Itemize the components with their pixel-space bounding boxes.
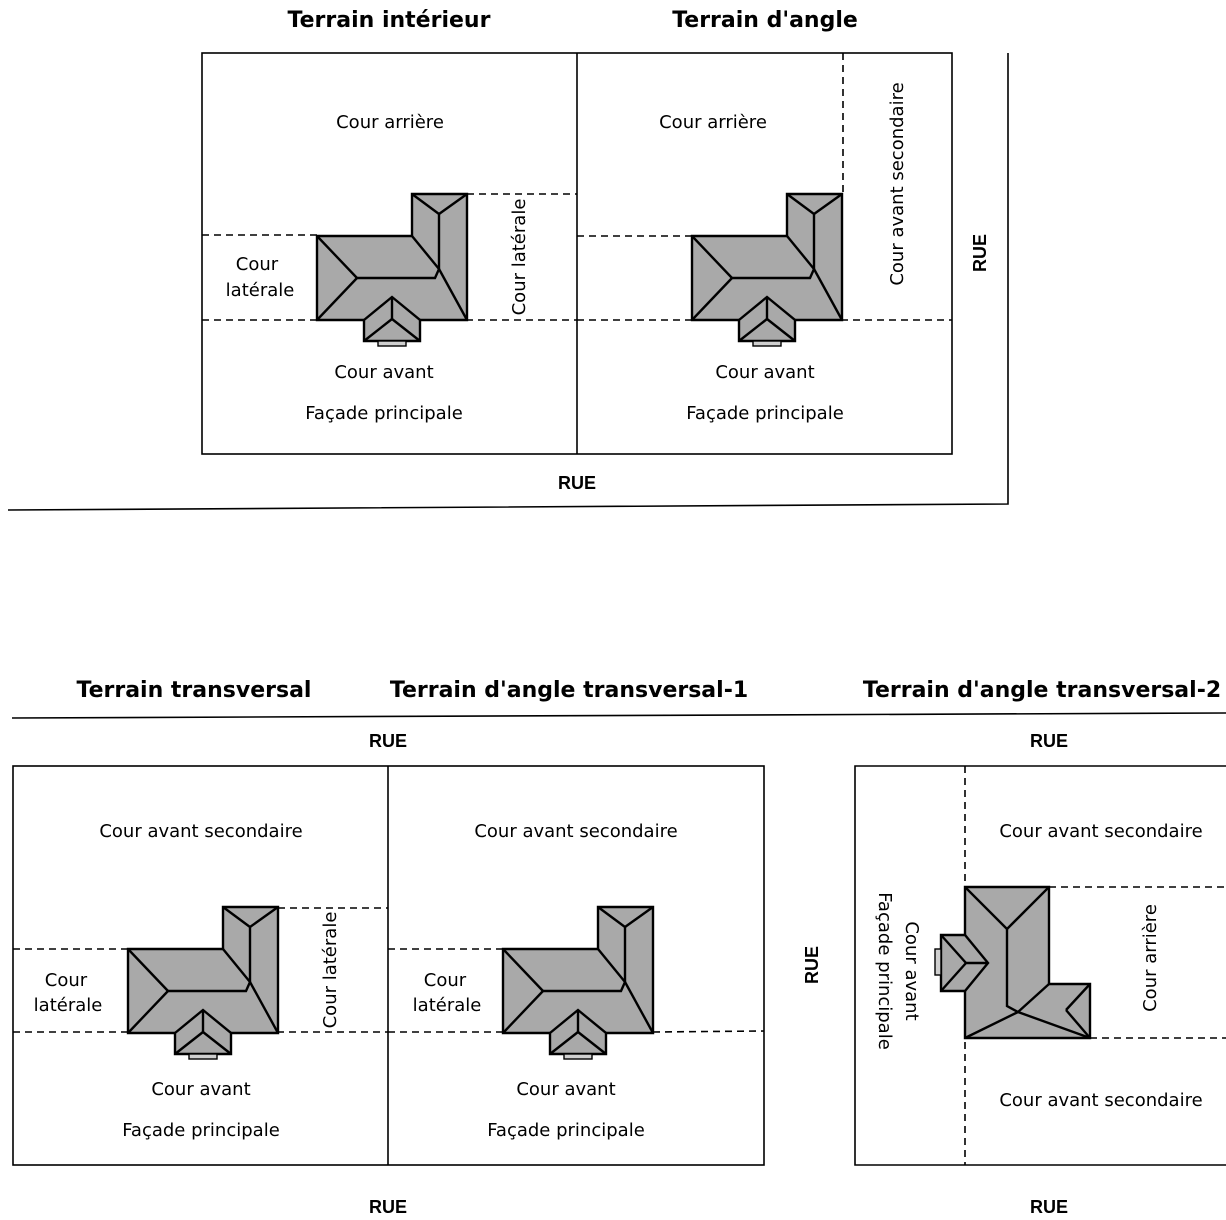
title-corner-through-lot-1: Terrain d'angle transversal-1: [390, 678, 748, 703]
label-main-facade: Façade principale: [122, 1120, 280, 1141]
street-label-east: RUE: [970, 234, 990, 272]
label-side-yard-right: Cour latérale: [320, 912, 341, 1029]
street-label-south-right: RUE: [1030, 1197, 1068, 1217]
label-front-yard: Cour avant: [715, 362, 814, 383]
house-icon: [315, 192, 469, 348]
label-side-yard-right: Cour latérale: [509, 199, 530, 316]
label-side-yard-1: Cour: [424, 970, 467, 991]
label-side-yard-1: Cour: [45, 970, 88, 991]
label-rear-yard: Cour arrière: [1140, 904, 1161, 1012]
lot-outline: [854, 765, 1226, 1166]
title-interior-lot: Terrain intérieur: [288, 8, 491, 33]
title-through-lot: Terrain transversal: [77, 678, 312, 703]
house-icon: [934, 885, 1092, 1040]
label-secondary-front-yard: Cour avant secondaire: [99, 821, 302, 842]
house-icon: [690, 192, 844, 348]
through-lot: Cour avant secondaire Cour latérale Cour…: [13, 821, 388, 1141]
label-rear-yard: Cour arrière: [659, 112, 767, 133]
label-side-yard-2: latérale: [413, 995, 482, 1016]
house-icon: [126, 905, 280, 1061]
label-front-yard: Cour avant: [151, 1079, 250, 1100]
corner-lot: Cour arrière Cour avant secondaire Cour …: [577, 53, 952, 424]
street-line-north: [11, 712, 1226, 719]
setback-line: [652, 1030, 765, 1033]
title-corner-through-lot-2: Terrain d'angle transversal-2: [863, 678, 1221, 703]
label-secondary-front-yard: Cour avant secondaire: [474, 821, 677, 842]
label-rear-yard: Cour arrière: [336, 112, 444, 133]
label-side-yard-2: latérale: [34, 995, 103, 1016]
interior-lot: Cour arrière Cour latérale Cour latérale…: [202, 112, 577, 424]
label-secondary-front-yard-top: Cour avant secondaire: [999, 821, 1202, 842]
label-side-yard-1: Cour: [236, 254, 279, 275]
label-main-facade: Façade principale: [874, 892, 895, 1050]
street-label-south: RUE: [558, 473, 596, 493]
label-main-facade: Façade principale: [305, 403, 463, 424]
label-front-yard: Cour avant: [901, 921, 922, 1020]
corner-through-lot-1: Cour avant secondaire Cour latérale Cour…: [388, 821, 765, 1141]
label-secondary-front-yard: Cour avant secondaire: [887, 82, 908, 285]
label-secondary-front-yard-bottom: Cour avant secondaire: [999, 1090, 1202, 1111]
label-front-yard: Cour avant: [516, 1079, 615, 1100]
street-label-north-right: RUE: [1030, 731, 1068, 751]
street-label-south-left: RUE: [369, 1197, 407, 1217]
house-icon: [501, 905, 655, 1061]
label-side-yard-2: latérale: [226, 280, 295, 301]
street-line-corner: [7, 53, 1009, 511]
label-front-yard: Cour avant: [334, 362, 433, 383]
label-main-facade: Façade principale: [487, 1120, 645, 1141]
corner-through-lot-2: Cour avant secondaire Cour avant Façade …: [854, 765, 1226, 1166]
title-corner-lot: Terrain d'angle: [672, 8, 858, 33]
label-main-facade: Façade principale: [686, 403, 844, 424]
street-label-north-left: RUE: [369, 731, 407, 751]
street-label-middle: RUE: [802, 946, 822, 984]
